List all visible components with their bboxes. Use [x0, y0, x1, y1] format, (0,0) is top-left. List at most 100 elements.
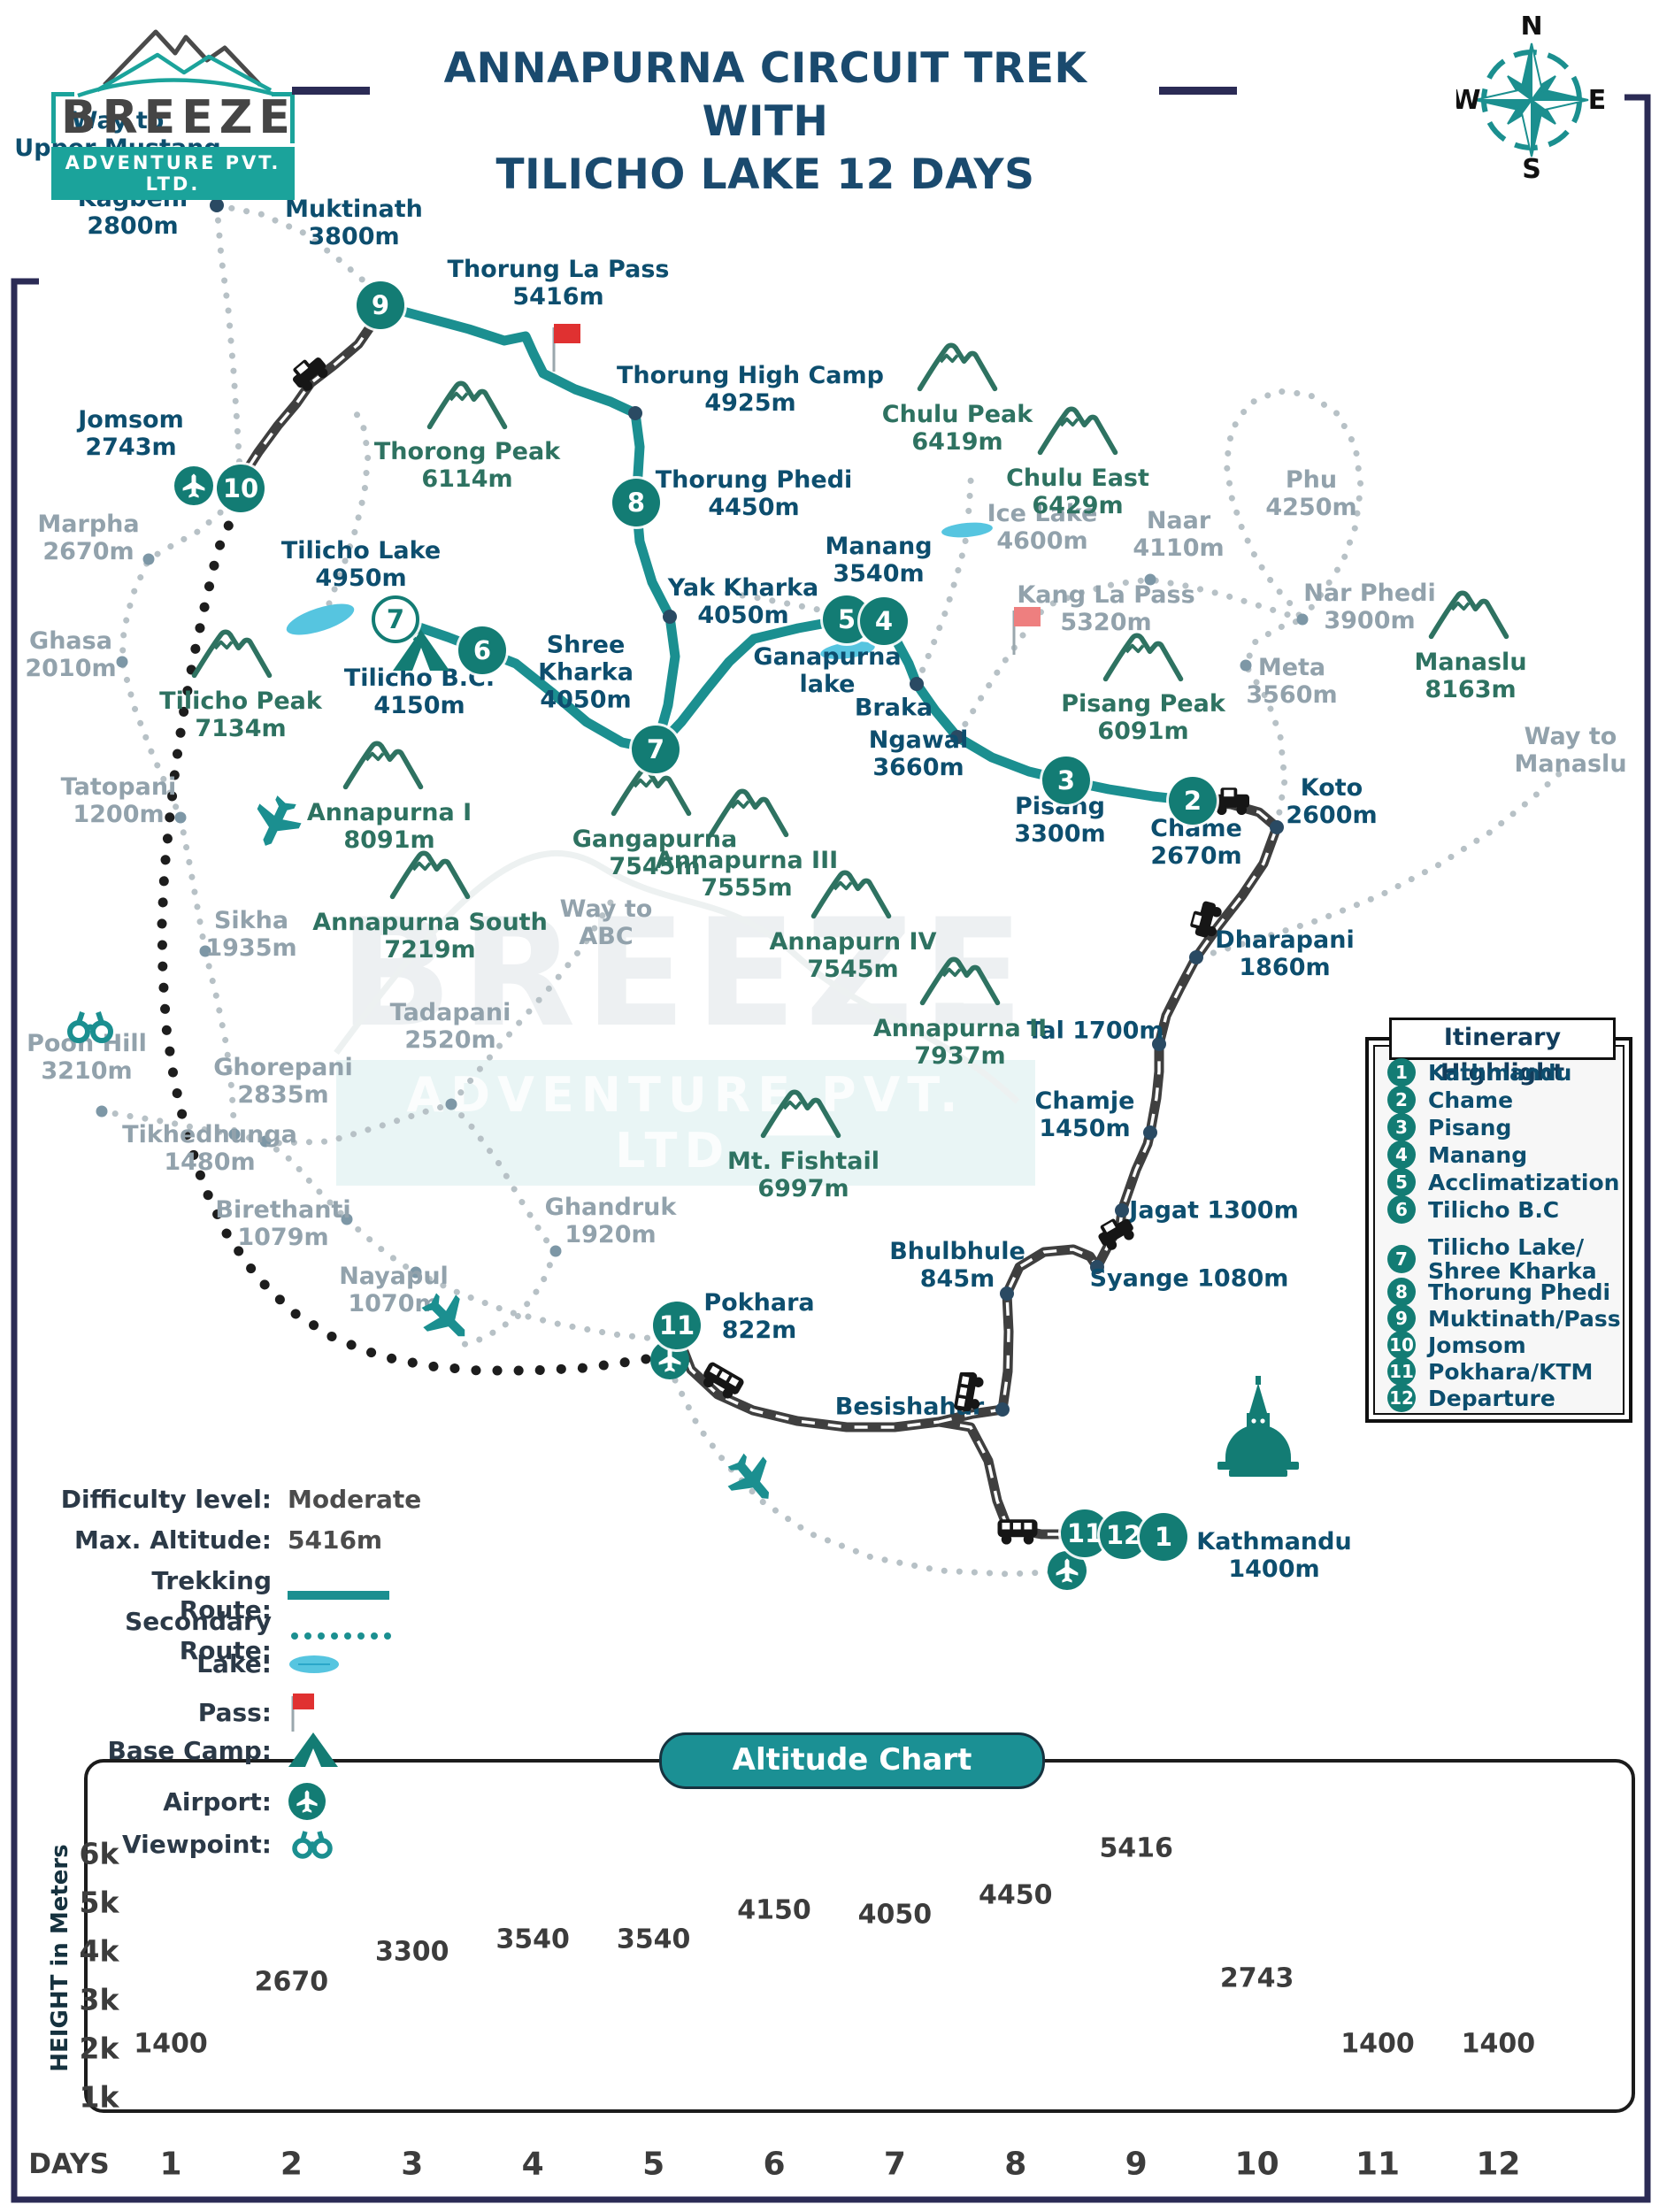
altitude-chart-title: Altitude Chart [659, 1732, 1045, 1789]
compass-w: W [1456, 85, 1481, 116]
itinerary-item-label: Acclimatization [1428, 1169, 1620, 1195]
peak-tilicho-peak-icon [189, 622, 274, 680]
chart-point-label-12: 1400 [1461, 2028, 1536, 2060]
itinerary-item-10: 10 Jomsom [1387, 1331, 1526, 1359]
chart-point-label-2: 2670 [254, 1966, 329, 1998]
chart-point-label-1: 1400 [134, 2028, 208, 2060]
chart-point-label-8: 4450 [979, 1879, 1053, 1911]
plane-icon [248, 795, 304, 851]
chart-point-label-4: 3540 [495, 1924, 570, 1955]
legend-value: 5416m [288, 1525, 383, 1555]
logo: BREEZE ADVENTURE PVT. LTD. [51, 16, 295, 200]
legend-label: Pass: [197, 1697, 272, 1727]
itinerary-item-label: Muktinath/Pass [1428, 1305, 1621, 1332]
itinerary-item-number: 8 [1387, 1278, 1416, 1306]
altitude-chart-ylabel: HEIGHT in Meters [47, 1844, 73, 2072]
plane-icon [724, 1451, 780, 1508]
legend-row-7: Airport: [55, 1782, 326, 1821]
chart-day-6: 6 [763, 2146, 786, 2183]
compass-n: N [1520, 16, 1542, 42]
stop-11: 11 [653, 1302, 701, 1349]
kathmandu-stupa-icon [1205, 1374, 1311, 1507]
jeep-icon [1093, 1216, 1142, 1255]
itinerary-item-8: 8 Thorung Phedi [1387, 1278, 1610, 1306]
chart-ytick-5k: 5k [79, 1885, 119, 1920]
chart-point-label-5: 3540 [616, 1924, 691, 1955]
stop-8: 8 [612, 479, 660, 526]
place-tal: Tal 1700m [1026, 1017, 1164, 1045]
peak-annapurn-iv-icon [809, 863, 894, 921]
peak-annapurna-iii-icon [706, 781, 791, 840]
title-dash-right [1159, 87, 1237, 95]
legend-label: Max. Altitude: [73, 1525, 272, 1555]
chart-day-9: 9 [1125, 2146, 1148, 2183]
chart-point-label-9: 5416 [1099, 1832, 1173, 1864]
itinerary-item-11: 11 Pokhara/KTM [1387, 1357, 1593, 1386]
compass-e: E [1588, 85, 1607, 116]
plane-icon [419, 1290, 475, 1347]
itinerary-item-number: 3 [1387, 1113, 1416, 1141]
compass-s: S [1522, 154, 1541, 184]
chart-day-10: 10 [1234, 2146, 1279, 2183]
chart-ytick-6k: 6k [79, 1836, 119, 1871]
itinerary-item-number: 11 [1387, 1357, 1416, 1386]
peak-annapurna-i-icon [341, 733, 426, 792]
logo-subtitle: ADVENTURE PVT. LTD. [51, 147, 295, 200]
page-title-line1: ANNAPURNA CIRCUIT TREK WITH [443, 44, 1087, 146]
stop-2: 2 [1169, 777, 1217, 825]
place-braka: Braka [854, 694, 933, 722]
legend-tent-swatch [288, 1731, 342, 1770]
page-title: ANNAPURNA CIRCUIT TREK WITH TILICHO LAKE… [380, 42, 1150, 202]
itinerary-item-number: 1 [1387, 1058, 1416, 1087]
itinerary-item-6: 6 Tilicho B.C [1387, 1195, 1559, 1224]
peak-annapurna-south-icon [388, 843, 472, 902]
stop-10: 10 [217, 465, 265, 512]
peak-manaslu-icon [1426, 583, 1511, 641]
jeep-icon [287, 356, 336, 395]
itinerary-item-number: 10 [1387, 1331, 1416, 1359]
itinerary-item-label: Pokhara/KTM [1428, 1358, 1594, 1385]
itinerary-item-1: 1 Kathmandu [1387, 1058, 1571, 1087]
itinerary-item-label: Tilicho B.C [1428, 1196, 1560, 1223]
legend-label: Airport: [163, 1786, 272, 1816]
logo-mountain-icon [77, 29, 273, 97]
stop-7: 7 [632, 726, 680, 773]
itinerary-item-label: Tilicho Lake/Shree Kharka [1428, 1234, 1597, 1284]
lake-0 [286, 603, 355, 635]
legend-dots-swatch [288, 1630, 394, 1642]
peak-chulu-east-icon [1035, 399, 1120, 457]
itinerary-item-number: 5 [1387, 1168, 1416, 1196]
stop-6: 6 [458, 626, 506, 674]
stop-9: 9 [357, 281, 404, 329]
legend-viewpoint-swatch [288, 1825, 337, 1863]
chart-day-3: 3 [401, 2146, 424, 2183]
peak-thorong-peak-icon [425, 373, 510, 432]
itinerary-item-label: Jomsom [1428, 1332, 1526, 1358]
chart-point-label-6: 4150 [737, 1894, 811, 1926]
itinerary-item-label: Thorung Phedi [1428, 1279, 1611, 1305]
itinerary-item-number: 6 [1387, 1195, 1416, 1224]
itinerary-item-number: 12 [1387, 1384, 1416, 1412]
itinerary-item-number: 9 [1387, 1304, 1416, 1333]
itinerary-item-label: Kathmandu [1428, 1059, 1572, 1086]
watermark-subtitle: ADVENTURE PVT. LTD. [336, 1060, 1035, 1186]
